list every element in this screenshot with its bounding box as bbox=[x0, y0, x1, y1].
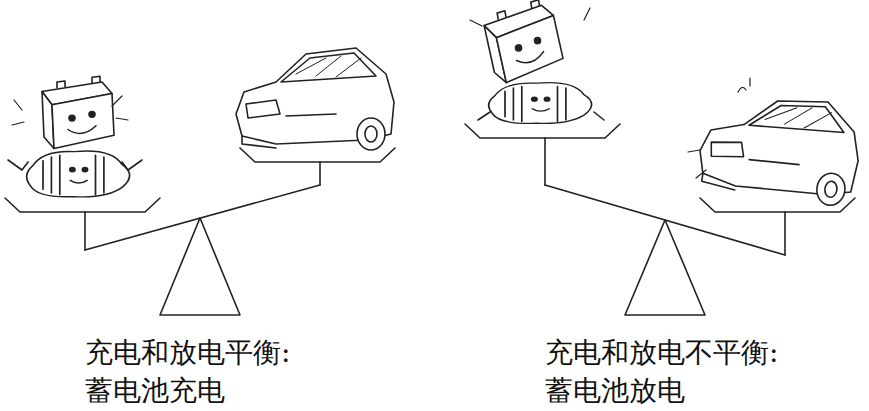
alternator-figure bbox=[489, 83, 592, 124]
caption-text: 充电和放电不平衡: bbox=[545, 336, 778, 370]
caption-text: 充电和放电平衡: bbox=[85, 336, 290, 370]
left-balance bbox=[5, 48, 395, 315]
battery-figure bbox=[42, 76, 114, 148]
battery-figure bbox=[481, 0, 565, 85]
caption-text: 蓄电池放电 bbox=[545, 374, 685, 408]
car-figure bbox=[236, 48, 394, 150]
caption-text: 蓄电池充电 bbox=[85, 374, 225, 408]
car-figure bbox=[695, 85, 866, 208]
alternator-figure bbox=[27, 151, 130, 197]
right-balance bbox=[465, 0, 866, 315]
